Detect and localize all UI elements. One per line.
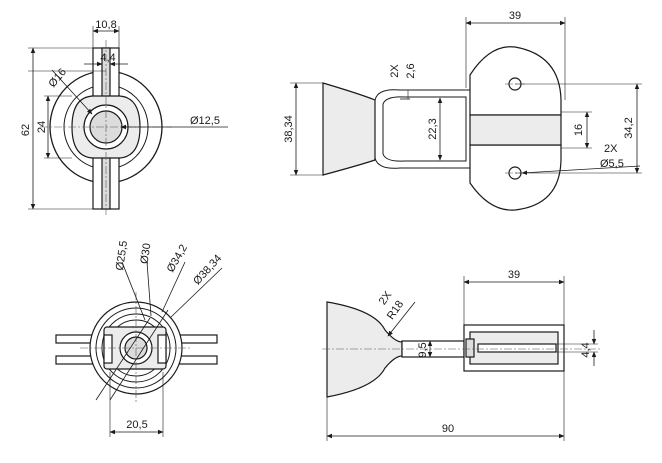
dim-hole-pitch-label: 16	[573, 124, 585, 136]
dim-flat-label: 20,5	[126, 419, 147, 431]
dim-d2-label: Ø30	[139, 242, 154, 264]
dim-length-label: 39	[509, 10, 521, 22]
dim-width-label: 10,8	[95, 19, 116, 31]
dim-hole-qty-label: 2X	[604, 143, 618, 155]
dim-length-label: 39	[508, 269, 520, 281]
dim-gap-label: 22,3	[427, 118, 439, 139]
dim-pin-label: Ø12,5	[190, 115, 220, 127]
wire-loop-inner	[382, 96, 467, 162]
dim-thickness-qty-label: 2X	[389, 64, 401, 78]
housing-slot	[477, 343, 557, 353]
tapered-body	[322, 82, 376, 176]
inner-slot-left	[103, 334, 113, 364]
dim-height-label: 62	[20, 124, 32, 136]
top-right-view: 39 2X 2,6 38,34 22,3 16 34,2 2X Ø5,5	[283, 10, 642, 211]
dim-bore-label: Ø16	[46, 66, 69, 90]
dim-d3-label: Ø34,2	[165, 243, 190, 275]
bottom-left-view: Ø25,5 Ø30 Ø34,2 Ø38,34 20,5	[55, 240, 224, 437]
plate-band	[469, 114, 562, 146]
dim-boss-label: 24	[36, 121, 48, 133]
dim-overall-label: 38,34	[283, 115, 295, 143]
housing-left-slot	[465, 338, 475, 358]
wire-loop-outer	[374, 89, 471, 169]
dim-overall-label: 90	[442, 423, 454, 435]
dim-slot-label: 4,4	[580, 342, 592, 357]
inner-slot-right	[157, 334, 167, 364]
dim-d1-label: Ø25,5	[114, 240, 130, 271]
dim-plate-height-label: 34,2	[623, 117, 635, 138]
dim-hole-dia-label: Ø5,5	[600, 158, 624, 170]
dim-neck-label: 9,5	[417, 342, 429, 357]
dim-thickness-label: 2,6	[405, 63, 417, 78]
bottom-right-view: 39 2X R18 9,5 4,4 90	[322, 269, 600, 441]
top-left-view: 10,8 4,4 Ø16 62 24 Ø12,5	[20, 19, 228, 215]
dim-slot-label: 4,4	[100, 52, 115, 64]
